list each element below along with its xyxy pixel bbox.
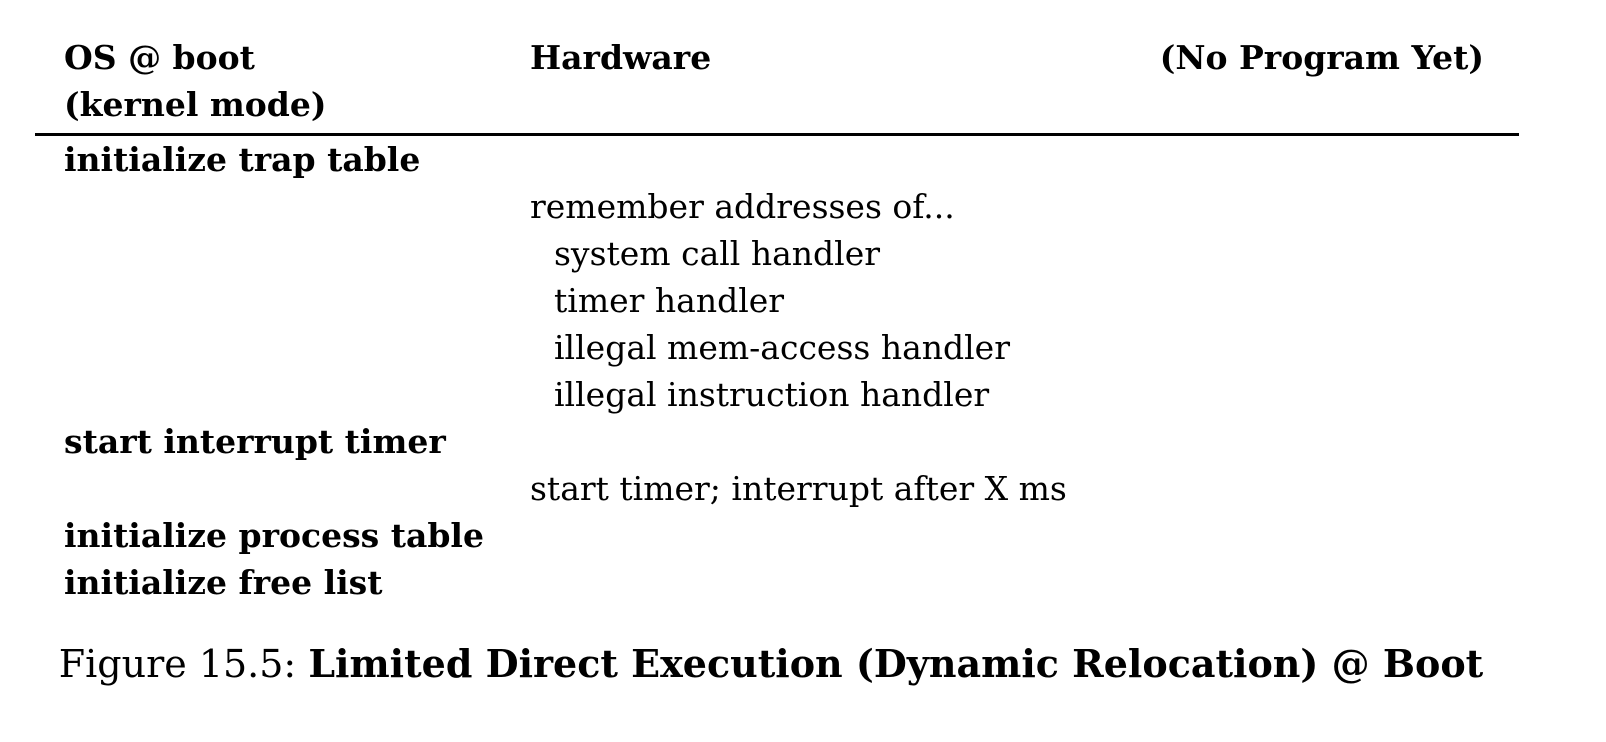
hardware-substep-row: illegal mem-access handler <box>554 328 1010 367</box>
column-header-os: OS @ boot (kernel mode) <box>64 34 1606 128</box>
hardware-substep-row: system call handler <box>554 234 881 273</box>
hardware-substep-row: illegal instruction handler <box>554 375 990 414</box>
column-header-os-line2: (kernel mode) <box>64 85 327 124</box>
os-step-row: initialize trap table <box>64 140 421 179</box>
os-step-row: start interrupt timer <box>64 422 446 461</box>
os-step-row: initialize process table <box>64 516 484 555</box>
table-body: initialize trap table remember addresses… <box>0 136 1606 606</box>
hardware-substep-row: timer handler <box>554 281 785 320</box>
caption-label: Figure 15.5: <box>58 642 309 686</box>
figure-caption: Figure 15.5: Limited Direct Execution (D… <box>0 640 1606 688</box>
os-step-row: initialize free list <box>64 563 383 602</box>
column-header-hardware: Hardware <box>530 38 712 77</box>
column-header-os-line1: OS @ boot <box>64 38 255 77</box>
figure-table: OS @ boot (kernel mode) Hardware (No Pro… <box>0 34 1606 606</box>
table-header-row: OS @ boot (kernel mode) Hardware (No Pro… <box>0 34 1606 128</box>
caption-title: Limited Direct Execution (Dynamic Reloca… <box>308 641 1484 686</box>
header-rule <box>35 133 1519 136</box>
hardware-step-row: remember addresses of... <box>530 187 955 226</box>
hardware-step-row: start timer; interrupt after X ms <box>530 469 1067 508</box>
column-header-no-program: (No Program Yet) <box>1159 38 1484 77</box>
